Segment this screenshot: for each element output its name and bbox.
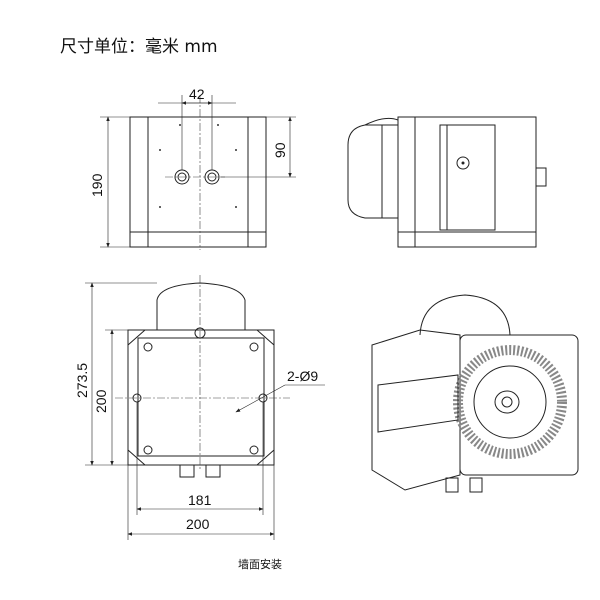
dim-hole-width: 181 xyxy=(188,492,212,508)
dim-total-height: 273.5 xyxy=(74,363,90,398)
dim-hole-height: 90 xyxy=(272,142,288,158)
side-view xyxy=(347,116,547,248)
front-view-bottom: 273.5 200 2-Ø9 181 200 xyxy=(74,275,325,540)
perspective-view xyxy=(371,294,579,493)
dim-front-height: 190 xyxy=(89,173,105,197)
front-view-top: 42 190 90 xyxy=(89,86,296,250)
dim-body-height: 200 xyxy=(93,389,109,413)
installation-caption: 墙面安装 xyxy=(238,558,282,571)
unit-label: 尺寸单位：毫米 mm xyxy=(60,37,218,57)
dim-hole-spacing: 42 xyxy=(189,86,205,102)
dim-mount-holes: 2-Ø9 xyxy=(287,368,318,384)
dim-body-width: 200 xyxy=(186,516,210,532)
